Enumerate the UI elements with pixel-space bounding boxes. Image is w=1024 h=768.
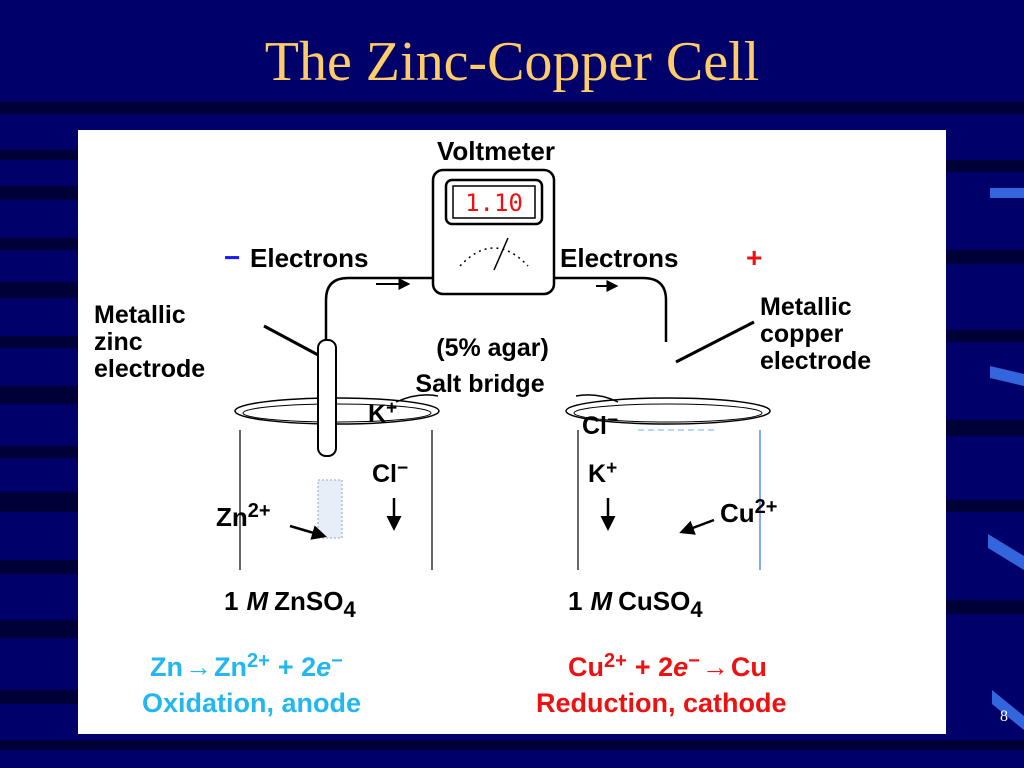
voltmeter-display-frame	[444, 178, 544, 226]
copper-pointer-line	[675, 320, 755, 364]
stripe	[0, 620, 78, 638]
anode-equation: Zn→Zn2++ 2e−	[150, 650, 343, 682]
anode-label: Oxidation, anode	[142, 688, 361, 718]
stripe	[0, 150, 78, 160]
stripe	[946, 500, 1024, 512]
stripe	[0, 560, 78, 574]
stripe	[946, 160, 1024, 172]
zinc-label-line: Metallic	[94, 301, 186, 329]
cu-ion: Cu2+	[720, 496, 777, 528]
zn-ion-arrow	[289, 524, 327, 540]
voltmeter-needle	[493, 237, 509, 271]
copper-electrode-label: Metallic copper electrode	[760, 293, 871, 375]
stripe	[946, 330, 1024, 342]
stripe	[946, 420, 1024, 436]
copper-label-line: copper	[760, 320, 844, 348]
background-accents	[988, 188, 1024, 730]
voltmeter-label: Voltmeter	[437, 136, 555, 166]
stripe	[946, 250, 1024, 264]
accent	[988, 534, 1024, 570]
cathode-label: Reduction, cathode	[536, 688, 787, 718]
zinc-copper-cell-diagram: Voltmeter 1.10 − Electrons Electrons + M…	[94, 136, 871, 718]
right-cl-ion: Cl−	[582, 410, 618, 440]
left-k-ion: K+	[368, 398, 397, 428]
stripe	[0, 386, 78, 404]
right-beaker-rim	[565, 397, 771, 425]
right-k-ion: K+	[588, 458, 617, 488]
minus-sign: −	[224, 242, 240, 273]
stripe	[0, 446, 78, 458]
stripe	[0, 238, 78, 250]
zinc-label-line: electrode	[94, 355, 205, 383]
wire-right	[554, 276, 668, 342]
stripe	[0, 492, 78, 512]
stripe	[0, 186, 78, 200]
electrons-right-label: Electrons	[560, 243, 679, 273]
cathode-equation: Cu2++ 2e−→Cu	[568, 650, 767, 682]
slide-title: The Zinc-Copper Cell	[264, 31, 760, 93]
voltmeter-reading: 1.10	[465, 189, 523, 217]
zinc-label-line: zinc	[94, 328, 143, 356]
left-cl-ion: Cl−	[372, 458, 408, 488]
wire-left	[324, 276, 433, 340]
stripe	[0, 282, 78, 298]
diagram-panel: Voltmeter 1.10 − Electrons Electrons + M…	[78, 130, 946, 734]
accent	[990, 188, 1024, 198]
plus-sign: +	[746, 242, 762, 273]
background-stripes	[0, 102, 1024, 750]
page-number: 8	[1000, 708, 1008, 725]
zinc-electrode-corroded	[317, 479, 343, 539]
copper-label-line: electrode	[760, 347, 871, 375]
electrons-left-label: Electrons	[250, 243, 369, 273]
salt-bridge-line: Salt bridge	[415, 370, 544, 398]
stripe	[0, 102, 1024, 114]
zinc-pointer-line	[263, 324, 321, 358]
cu-ion-arrow	[679, 518, 715, 535]
accent	[990, 366, 1024, 386]
zn-ion: Zn2+	[216, 500, 271, 532]
stripe	[0, 740, 1024, 750]
stripe	[0, 690, 78, 704]
stripe	[0, 336, 78, 348]
right-beaker-rim-inner	[573, 403, 763, 423]
copper-label-line: Metallic	[760, 293, 852, 321]
salt-bridge-tube-right	[575, 394, 619, 403]
zinc-electrode-label: Metallic zinc electrode	[94, 301, 205, 383]
salt-bridge-tube-left	[395, 394, 439, 403]
salt-bridge-label: (5% agar) Salt bridge	[415, 334, 555, 398]
stripe	[946, 600, 1024, 614]
accent	[992, 690, 1024, 730]
zinc-electrode	[317, 339, 337, 457]
voltmeter-display	[452, 185, 536, 219]
salt-bridge-line: (5% agar)	[436, 334, 549, 362]
